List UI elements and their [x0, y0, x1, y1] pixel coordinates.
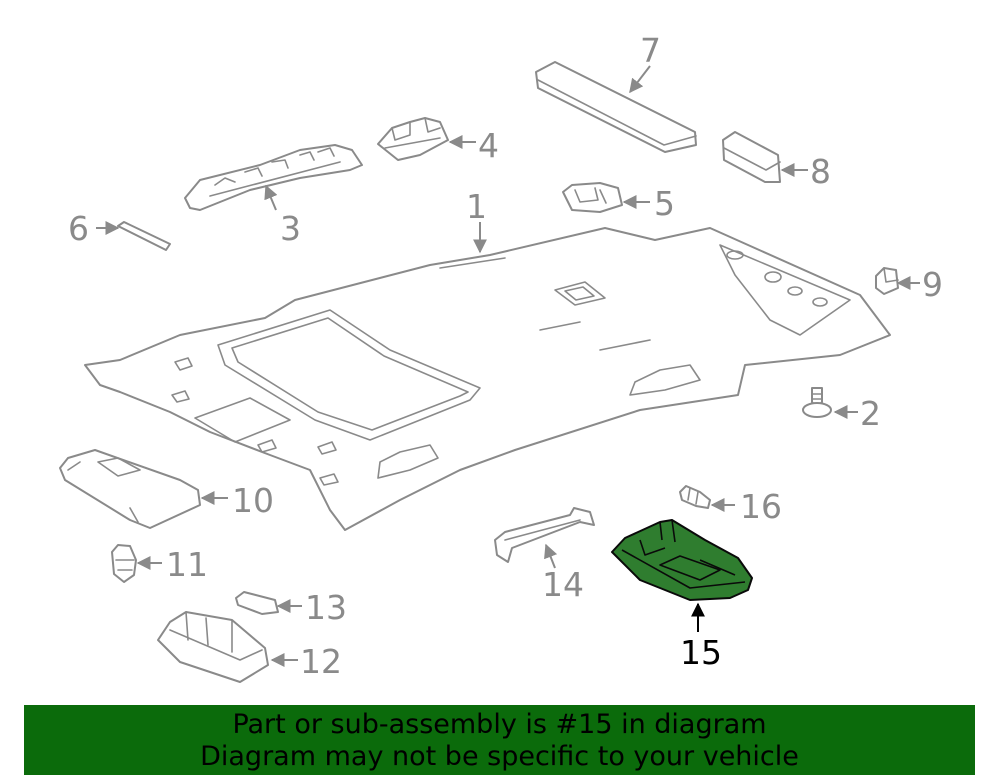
callout-16: 16	[740, 487, 782, 526]
callout-13: 13	[305, 588, 347, 627]
callout-3: 3	[280, 209, 301, 248]
callout-10: 10	[232, 481, 274, 520]
leader-3	[264, 184, 278, 211]
callout-4: 4	[478, 126, 499, 165]
part-13-lens	[235, 591, 279, 615]
leader-7	[629, 65, 651, 94]
part-16-bulb	[679, 485, 711, 509]
parts-diagram: 1 2 3 4 5 6 7 8	[59, 31, 943, 683]
callout-7: 7	[640, 31, 661, 70]
part-11-holder	[111, 544, 137, 583]
part-12-lamp	[157, 611, 269, 683]
part-1-headliner	[84, 227, 891, 531]
banner-line-2: Diagram may not be specific to your vehi…	[200, 741, 799, 772]
callout-15: 15	[680, 633, 722, 672]
part-4-bracket	[377, 117, 449, 161]
notice-banner: Part or sub-assembly is #15 in diagram D…	[24, 705, 975, 775]
part-5-clip	[562, 182, 623, 213]
callout-14: 14	[542, 565, 584, 604]
part-8-block	[722, 131, 781, 183]
callout-8: 8	[810, 152, 831, 191]
callout-1: 1	[466, 187, 487, 226]
part-9-cap	[875, 267, 899, 295]
part-3-bracket	[184, 144, 363, 211]
callout-11: 11	[166, 545, 208, 584]
part-6-strip	[117, 221, 171, 251]
leader-14	[544, 543, 558, 569]
callout-12: 12	[300, 642, 342, 681]
callout-5: 5	[654, 184, 675, 223]
part-10-visor	[59, 449, 201, 529]
callout-6: 6	[68, 209, 89, 248]
part-14-handle	[494, 507, 595, 563]
callout-9: 9	[922, 265, 943, 304]
part-7-pad	[535, 61, 697, 153]
part-2-clip	[802, 387, 832, 418]
part-15-map-lamp	[611, 519, 753, 601]
callout-2: 2	[860, 394, 881, 433]
banner-line-1: Part or sub-assembly is #15 in diagram	[232, 709, 767, 740]
